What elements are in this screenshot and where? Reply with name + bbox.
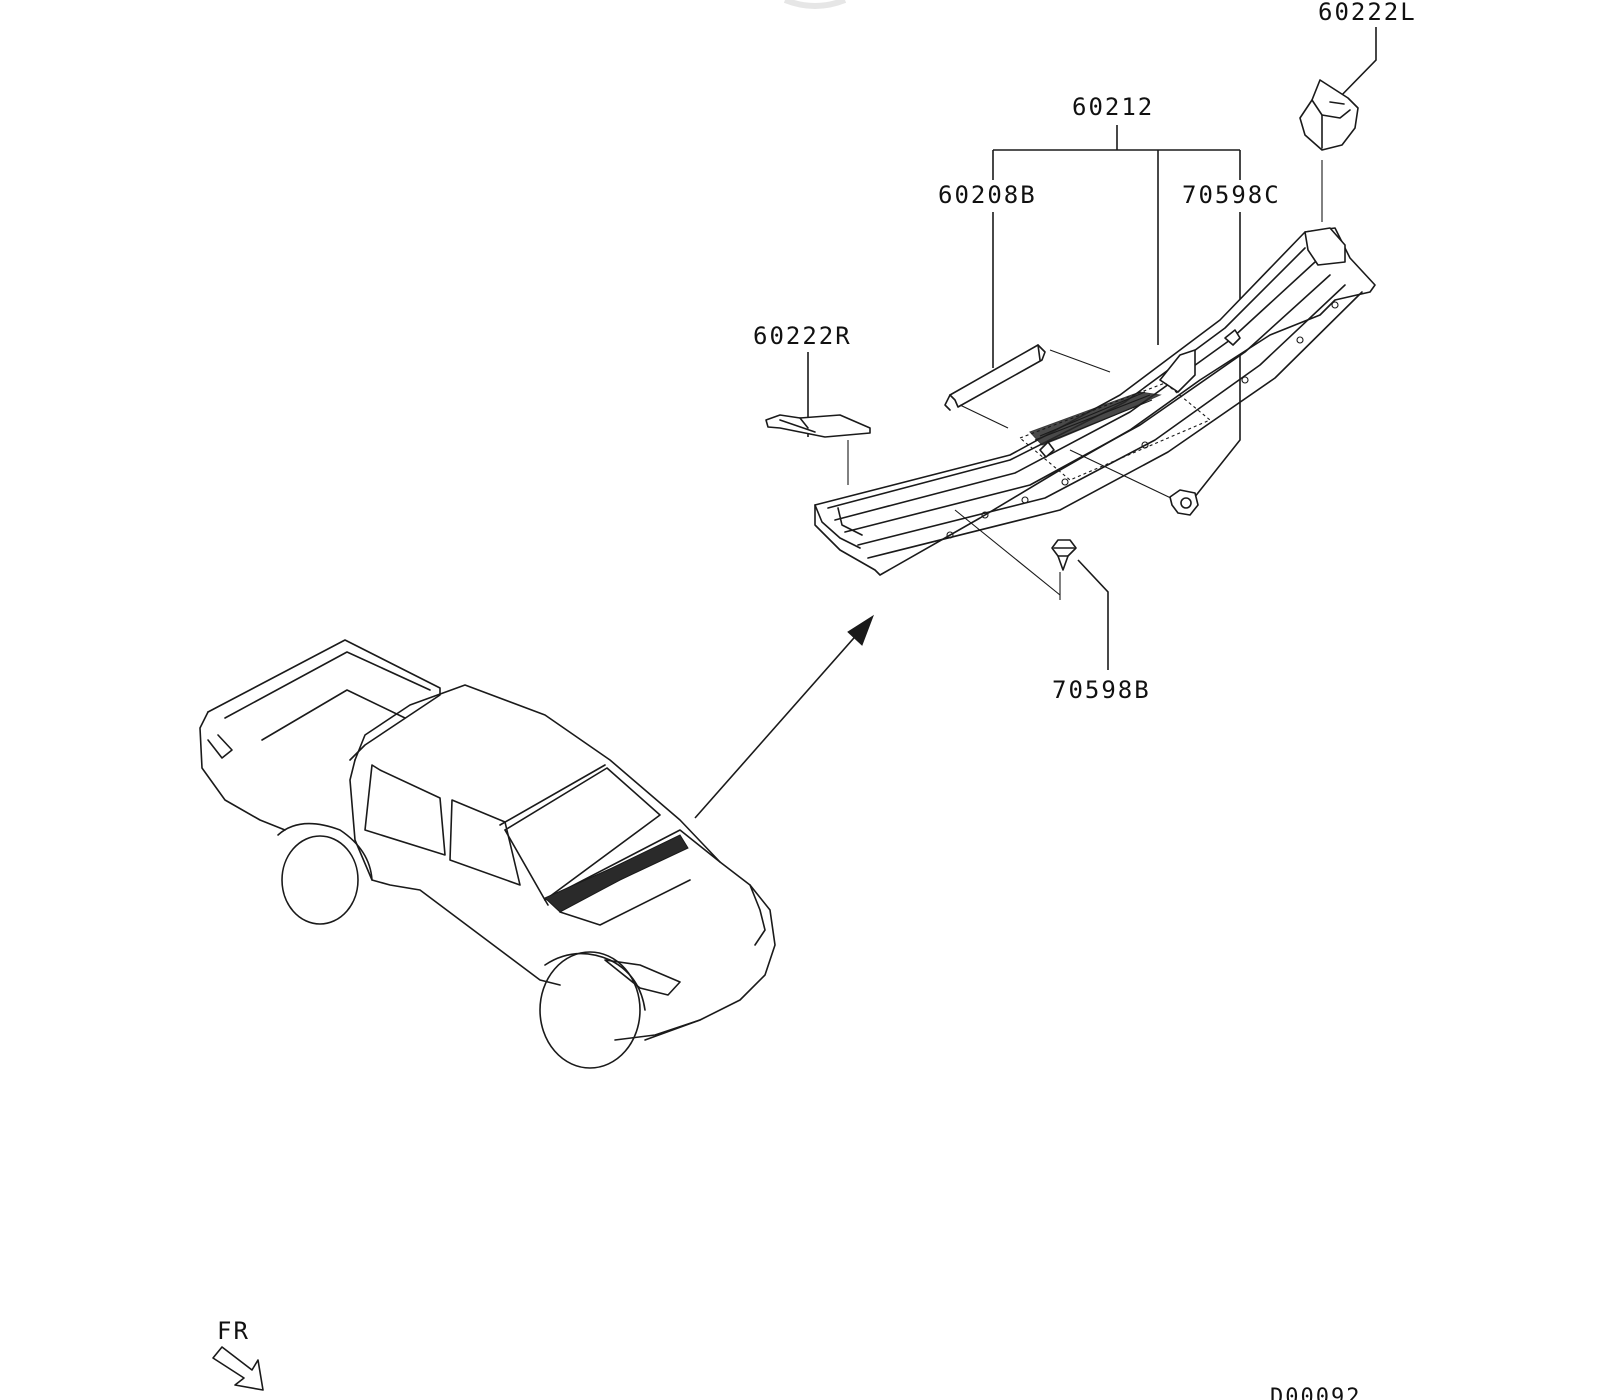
label-70598B[interactable]: 70598B — [1052, 676, 1151, 704]
leader-60222L — [1334, 27, 1377, 103]
part-60212[interactable] — [814, 227, 1376, 576]
part-60222L[interactable] — [1299, 79, 1359, 151]
truck-outline — [199, 639, 776, 1069]
label-60222L[interactable]: 60222L — [1318, 0, 1417, 26]
part-60208B[interactable] — [944, 344, 1046, 411]
guide-line-1 — [1049, 349, 1111, 373]
leader-70598B — [1077, 559, 1109, 670]
label-60222R[interactable]: 60222R — [753, 322, 852, 350]
callout-arrow — [694, 614, 875, 819]
guide-line-4 — [954, 509, 1061, 596]
guide-line-3 — [1069, 449, 1176, 501]
label-60208B[interactable]: 60208B — [938, 181, 1037, 209]
part-70598C[interactable] — [1169, 489, 1199, 516]
guide-line-2 — [959, 404, 1009, 429]
part-60222R[interactable] — [765, 414, 871, 438]
leader-60212-bracket — [992, 125, 1241, 180]
faint-arc — [783, 0, 847, 9]
label-60212[interactable]: 60212 — [1072, 93, 1154, 121]
diagram-code: D00092 — [1270, 1385, 1361, 1400]
front-direction-icon — [212, 1346, 264, 1391]
label-70598C[interactable]: 70598C — [1182, 181, 1281, 209]
label-fr: FR — [217, 1317, 250, 1345]
leader-70598C — [1189, 212, 1241, 504]
part-70598B[interactable] — [1051, 539, 1077, 571]
